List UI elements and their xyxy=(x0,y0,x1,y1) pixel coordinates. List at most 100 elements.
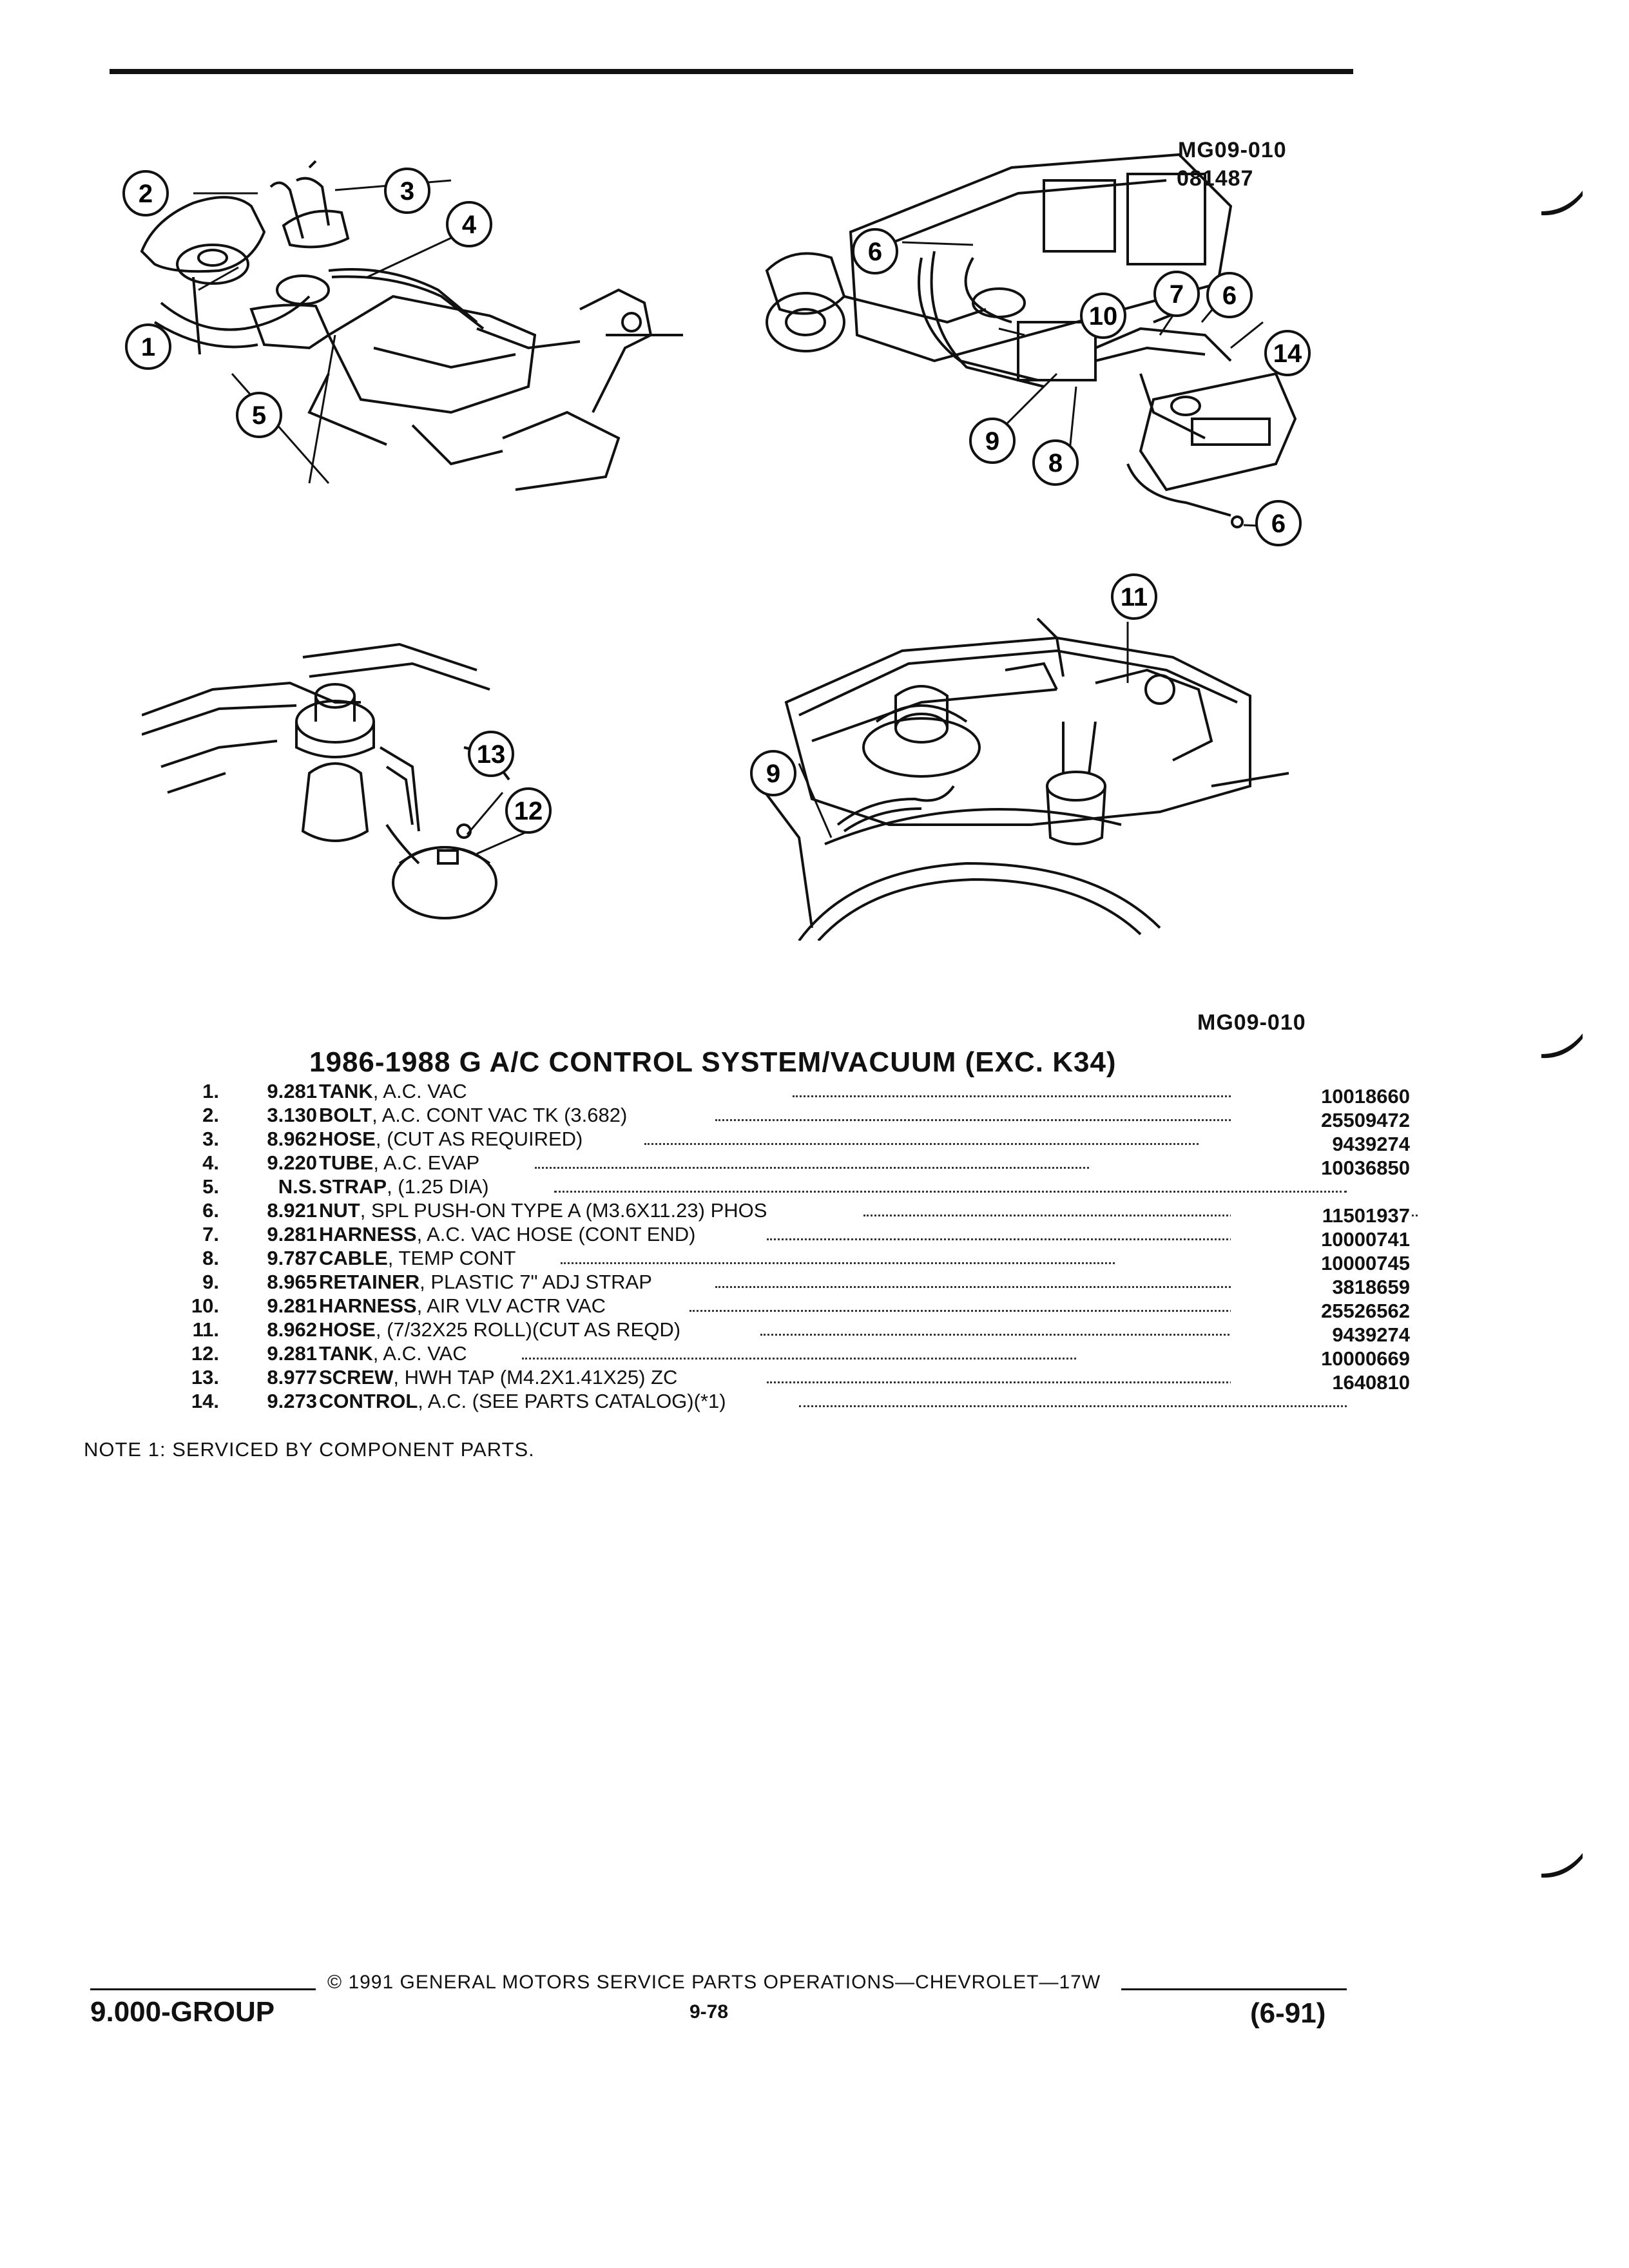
callout-11-label: 11 xyxy=(1121,583,1148,611)
figure-code-bottom: MG09-010 xyxy=(1197,1010,1306,1035)
parts-row-1-name: TANK xyxy=(319,1080,373,1102)
callout-9a-label: 9 xyxy=(985,427,999,456)
parts-list-title: 1986-1988 G A/C CONTROL SYSTEM/VACUUM (E… xyxy=(309,1046,1117,1078)
callout-8-label: 8 xyxy=(1048,449,1063,477)
figure-code-top: MG09-010 xyxy=(1178,138,1287,162)
parts-row-7-desc: HARNESS, A.C. VAC HOSE (CONT END) xyxy=(319,1223,1363,1246)
callout-2-label: 2 xyxy=(139,180,153,208)
parts-row-13-desc: SCREW, HWH TAP (M4.2X1.41X25) ZC xyxy=(319,1366,1363,1389)
callout-6a: 6 xyxy=(851,227,900,279)
parts-row-14-num: 14. xyxy=(191,1390,219,1412)
parts-row-1-desc: TANK, A.C. VAC xyxy=(319,1080,1363,1103)
parts-row-8-desc: CABLE, TEMP CONT xyxy=(319,1247,1363,1270)
callout-9b-label: 9 xyxy=(766,760,780,788)
parts-row-3-leader xyxy=(644,1135,1199,1145)
parts-row-4-group: 9.220 xyxy=(267,1151,317,1174)
parts-row-2-desc: BOLT, A.C. CONT VAC TK (3.682) xyxy=(319,1104,1363,1127)
footer-date: (6-91) xyxy=(1250,1997,1326,2029)
parts-row-4-name: TUBE xyxy=(319,1151,374,1174)
callout-10: 10 xyxy=(1079,291,1128,343)
parts-row-11-part-no: 9439274 xyxy=(1231,1323,1410,1347)
parts-row-2-num: 2. xyxy=(202,1104,219,1126)
callout-10-label: 10 xyxy=(1089,302,1118,331)
parts-row-9-num: 9. xyxy=(202,1271,219,1293)
parts-row-14: 14. 9.273 CONTROL, A.C. (SEE PARTS CATAL… xyxy=(148,1390,1373,1414)
parts-row-11-group: 8.962 xyxy=(267,1318,317,1341)
parts-row-3-group: 8.962 xyxy=(267,1128,317,1150)
footer-rule-right xyxy=(1121,1988,1347,1990)
parts-row-7-detail: , A.C. VAC HOSE (CONT END) xyxy=(416,1223,696,1245)
callout-7-label: 7 xyxy=(1170,280,1184,309)
parts-row-4-leader xyxy=(535,1159,1089,1169)
parts-row-10-part-no: 25526562 xyxy=(1231,1300,1410,1323)
illustration-instrument-panel-drawing xyxy=(765,153,1297,528)
callout-6b: 6 xyxy=(1205,271,1254,323)
parts-row-6: 6. 8.921 NUT, SPL PUSH-ON TYPE A (M3.6X1… xyxy=(148,1199,1418,1227)
callout-6a-label: 6 xyxy=(868,238,882,266)
parts-row-14-name: CONTROL xyxy=(319,1390,418,1412)
parts-row-7-part-no: 10000741 xyxy=(1231,1228,1410,1251)
callout-9b: 9 xyxy=(749,749,798,801)
parts-row-10-group: 9.281 xyxy=(267,1294,317,1317)
parts-row-12-name: TANK xyxy=(319,1342,373,1365)
figure-date-code: 081487 xyxy=(1177,166,1254,191)
note-text: NOTE 1: SERVICED BY COMPONENT PARTS. xyxy=(84,1438,535,1461)
callout-13-label: 13 xyxy=(477,740,506,769)
parts-row-8-num: 8. xyxy=(202,1247,219,1269)
callout-11: 11 xyxy=(1110,572,1159,624)
footer-copyright: © 1991 GENERAL MOTORS SERVICE PARTS OPER… xyxy=(327,1972,1101,1993)
parts-row-14-group: 9.273 xyxy=(267,1390,317,1412)
parts-row-9-desc: RETAINER, PLASTIC 7" ADJ STRAP xyxy=(319,1271,1363,1294)
parts-row-3-name: HOSE xyxy=(319,1128,376,1150)
binder-mark-3 xyxy=(1540,1849,1585,1885)
parts-row-9-detail: , PLASTIC 7" ADJ STRAP xyxy=(419,1271,652,1293)
footer-group: 9.000-GROUP xyxy=(90,1996,275,2028)
parts-row-8-leader xyxy=(561,1254,1115,1264)
parts-row-5-leader xyxy=(554,1183,1347,1193)
parts-row-10-num: 10. xyxy=(191,1294,219,1317)
callout-6c-label: 6 xyxy=(1271,510,1286,538)
callout-3: 3 xyxy=(383,166,432,218)
parts-row-12-num: 12. xyxy=(191,1342,219,1365)
parts-row-12-leader xyxy=(522,1350,1076,1360)
parts-row-10-detail: , AIR VLV ACTR VAC xyxy=(416,1294,606,1317)
parts-row-13: 13. 8.977 SCREW, HWH TAP (M4.2X1.41X25) … xyxy=(148,1366,1410,1394)
parts-row-1-num: 1. xyxy=(202,1080,219,1102)
parts-row-9-group: 8.965 xyxy=(267,1271,317,1293)
parts-row-14-detail: , A.C. (SEE PARTS CATALOG)(*1) xyxy=(418,1390,726,1412)
parts-row-13-name: SCREW xyxy=(319,1366,394,1389)
parts-row-7-leader xyxy=(767,1231,1321,1240)
parts-row-11-desc: HOSE, (7/32X25 ROLL)(CUT AS REQD) xyxy=(319,1318,1363,1341)
parts-row-6-detail: , SPL PUSH-ON TYPE A (M3.6X11.23) PHOS xyxy=(360,1199,767,1222)
parts-row-4-detail: , A.C. EVAP xyxy=(373,1151,480,1174)
parts-row-5-num: 5. xyxy=(202,1175,219,1198)
callout-3-label: 3 xyxy=(400,177,414,206)
parts-row-1-detail: , A.C. VAC xyxy=(372,1080,467,1102)
parts-row-11-num: 11. xyxy=(192,1318,219,1341)
parts-row-8-detail: , TEMP CONT xyxy=(387,1247,516,1269)
footer-page-number: 9-78 xyxy=(689,2001,729,2023)
parts-row-6-num: 6. xyxy=(202,1199,219,1222)
callout-7: 7 xyxy=(1152,269,1201,322)
parts-row-12-part-no: 10000669 xyxy=(1231,1347,1410,1370)
parts-row-9-part-no: 3818659 xyxy=(1231,1276,1410,1299)
parts-row-5: 5. N.S. STRAP, (1.25 DIA) xyxy=(148,1175,1373,1199)
parts-row-2-name: BOLT xyxy=(319,1104,372,1126)
callout-4: 4 xyxy=(445,200,494,252)
parts-row-7-group: 9.281 xyxy=(267,1223,317,1245)
parts-row-9-leader xyxy=(715,1278,1269,1288)
parts-row-6-leader xyxy=(863,1207,1418,1216)
parts-row-14-desc: CONTROL, A.C. (SEE PARTS CATALOG)(*1) xyxy=(319,1390,1363,1413)
parts-row-12-desc: TANK, A.C. VAC xyxy=(319,1342,1363,1365)
callout-12: 12 xyxy=(504,786,553,838)
callout-14: 14 xyxy=(1263,329,1312,381)
parts-row-2: 2. 3.130 BOLT, A.C. CONT VAC TK (3.682) … xyxy=(148,1104,1410,1132)
parts-row-1-part-no: 10018660 xyxy=(1231,1085,1410,1108)
callout-5: 5 xyxy=(235,390,284,443)
illustration-instrument-panel xyxy=(741,129,1321,541)
callout-9a: 9 xyxy=(968,416,1017,468)
parts-row-10-name: HARNESS xyxy=(319,1294,417,1317)
parts-row-10-leader xyxy=(689,1302,1244,1312)
callout-1: 1 xyxy=(124,322,173,374)
parts-row-5-group: N.S. xyxy=(278,1175,317,1198)
